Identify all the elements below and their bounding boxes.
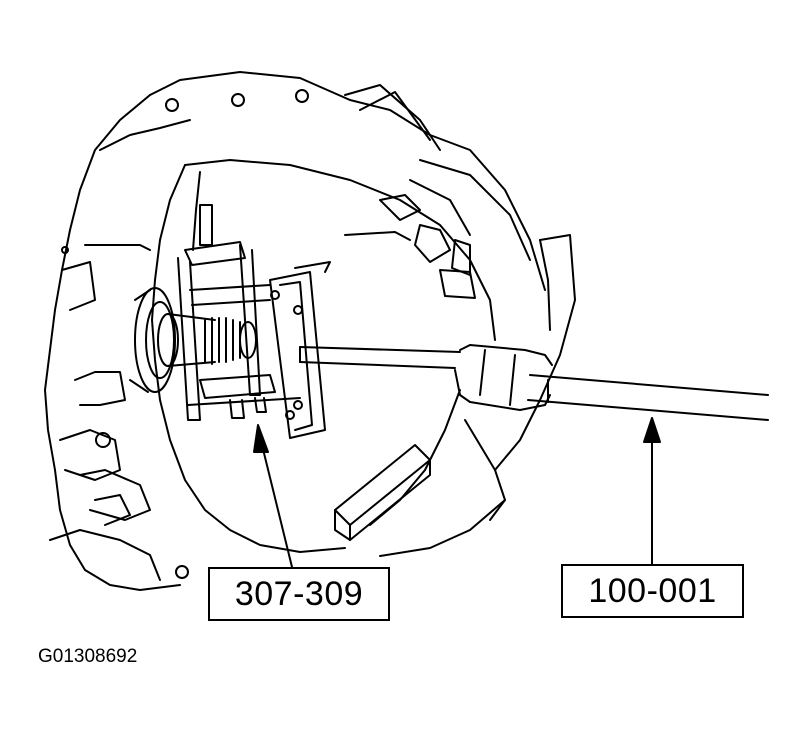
callout-tool-307-309: 307-309	[208, 567, 390, 621]
figure-id: G01308692	[38, 646, 138, 667]
leader-line-307-309	[261, 444, 293, 568]
housing-outline	[44, 71, 546, 591]
arrowhead-307-309	[253, 424, 269, 453]
slide-hammer-100-001	[299, 344, 769, 421]
bell-housing-bore	[151, 159, 496, 553]
case-side-shell	[344, 84, 576, 557]
arrowhead-100-001	[643, 417, 661, 443]
callout-tool-100-001: 100-001	[561, 564, 744, 618]
puller-frame-307-309	[177, 204, 331, 439]
leader-arrows	[253, 417, 661, 568]
lower-bracket	[334, 444, 431, 541]
